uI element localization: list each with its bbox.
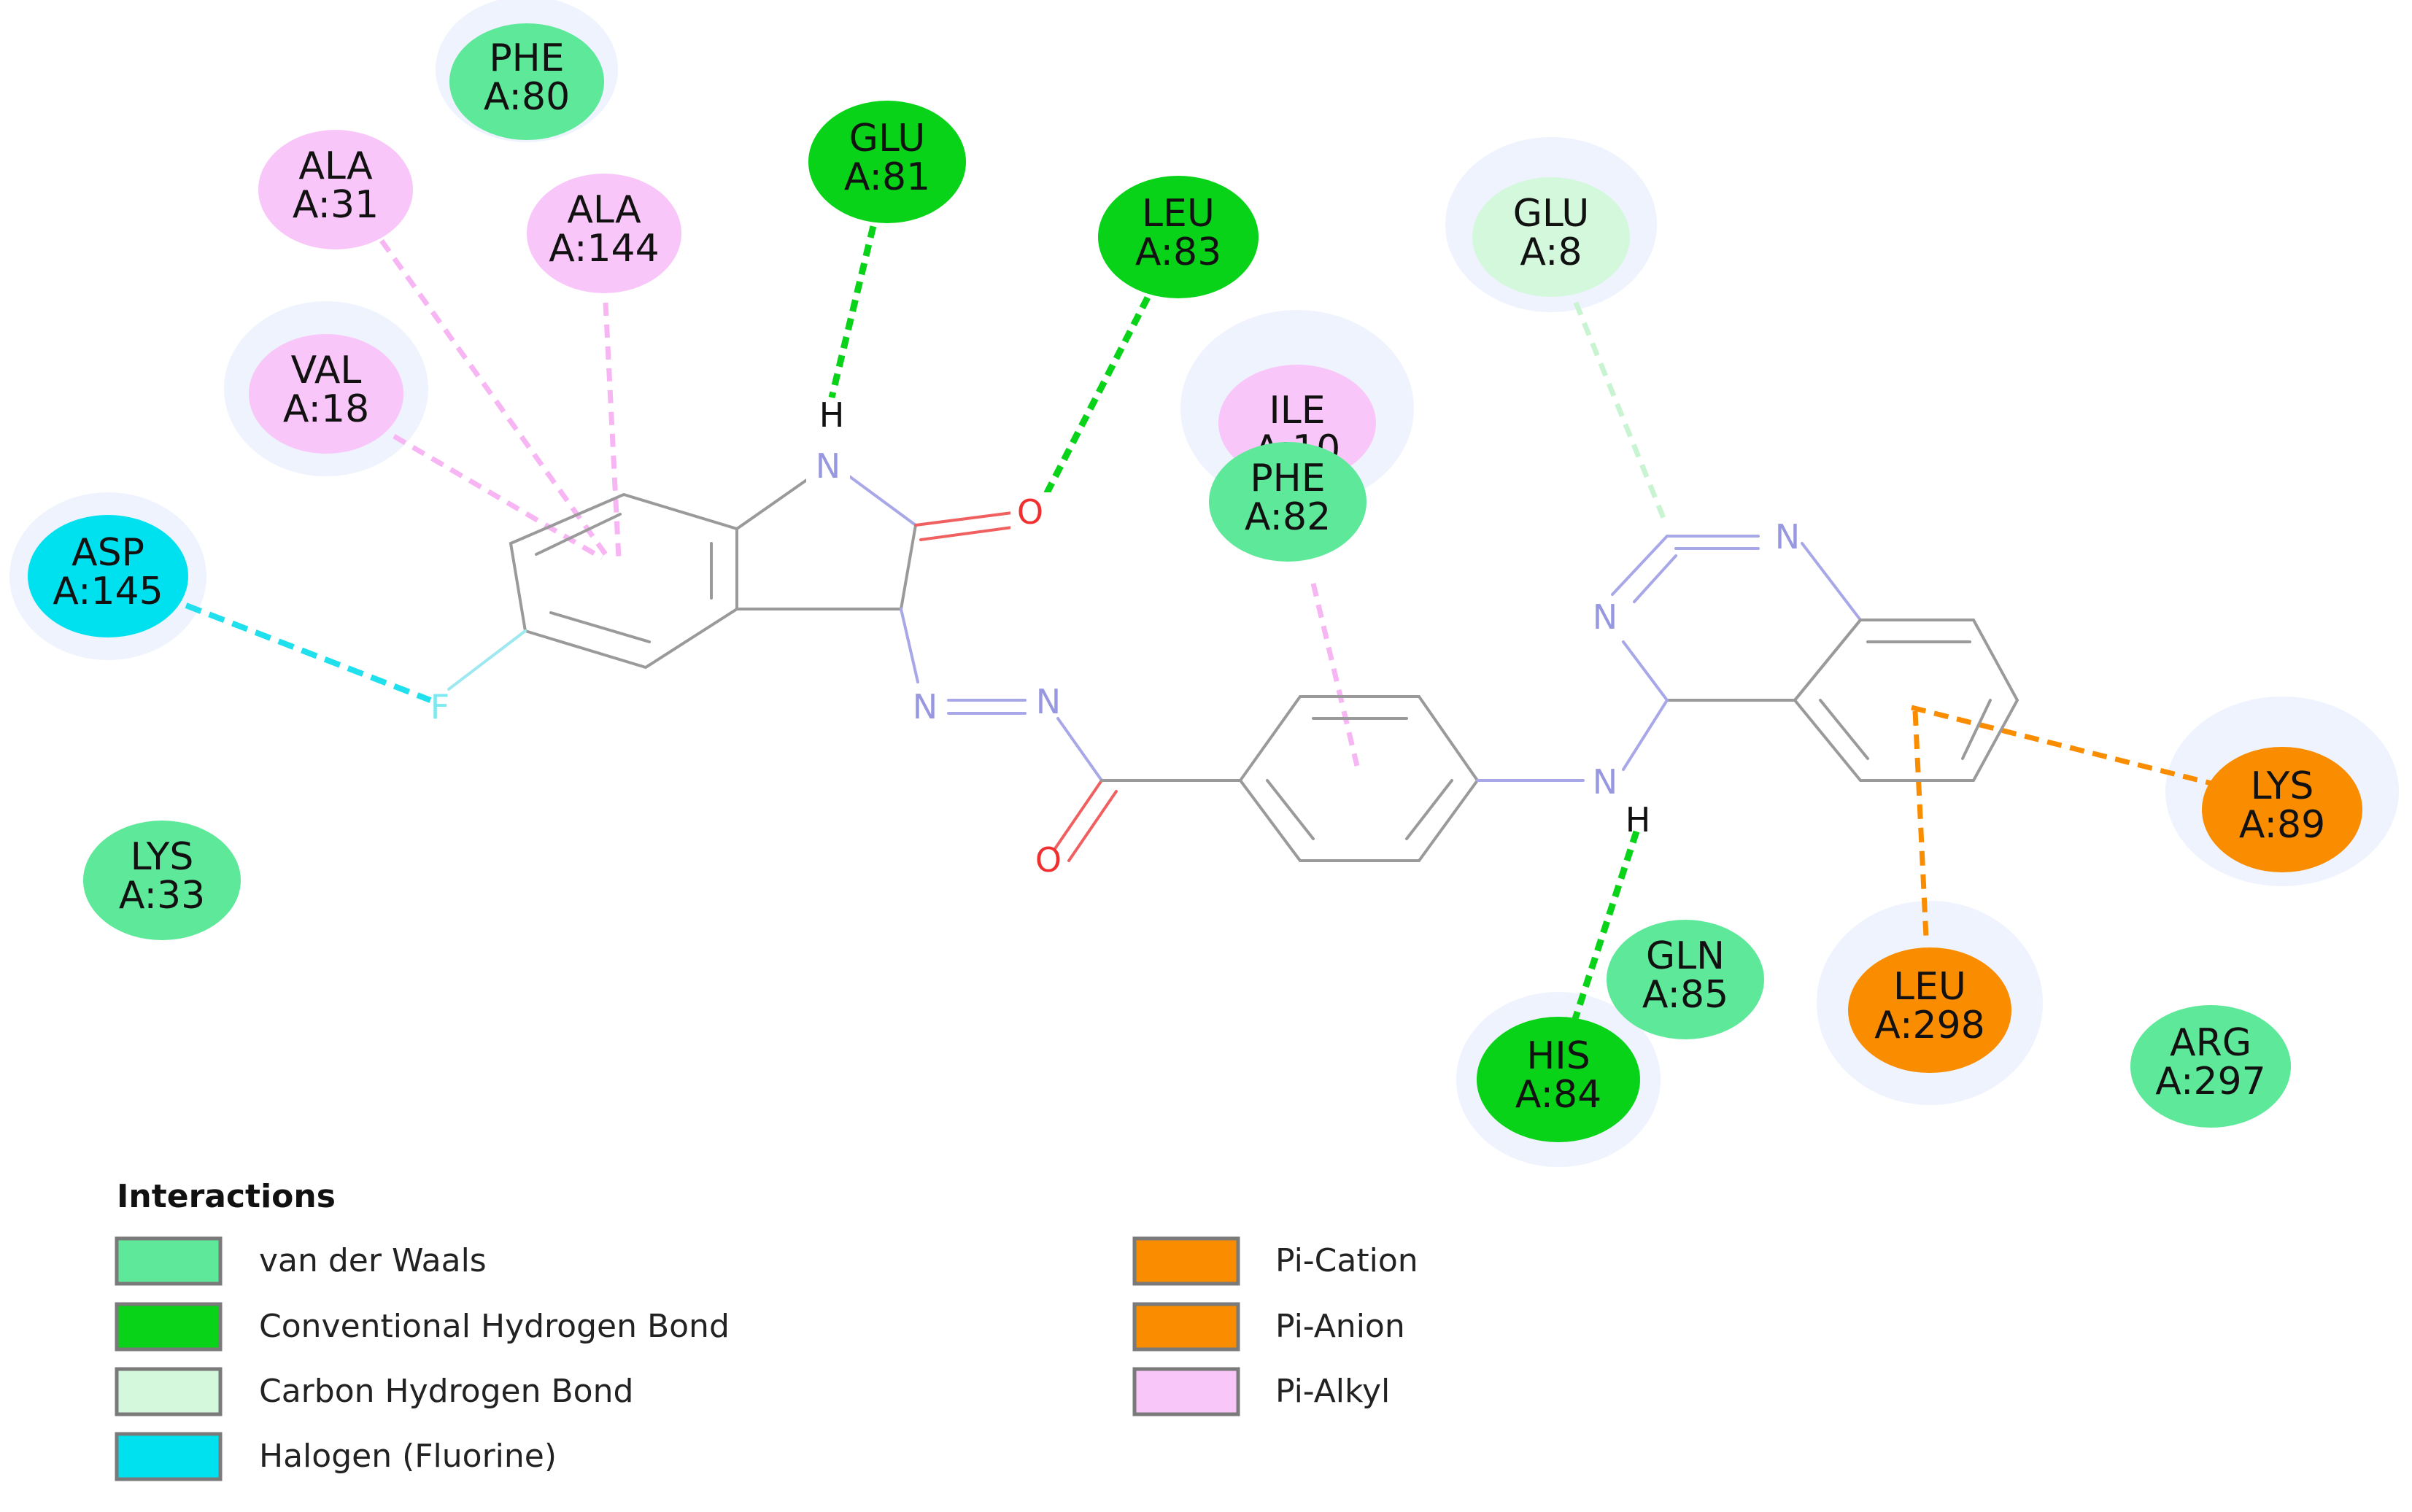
residue-name: ALA <box>567 188 641 232</box>
residue-his84[interactable]: HIS A:84 <box>1477 1017 1640 1142</box>
residue-number: A:31 <box>293 183 379 227</box>
legend-label: Pi-Alkyl <box>1275 1373 1390 1410</box>
residue-number: A:33 <box>119 874 205 918</box>
atom-f: F <box>430 687 449 726</box>
residue-lys89[interactable]: LYS A:89 <box>2202 747 2362 872</box>
residue-number: A:80 <box>484 75 570 119</box>
atom-labels: N H O F N N O N H N N <box>430 395 1800 880</box>
hbond-line-his84 <box>1571 830 1640 1023</box>
residue-name: LEU <box>1893 965 1966 1009</box>
residue-val18[interactable]: VAL A:18 <box>249 334 403 454</box>
legend-swatch <box>115 1367 223 1416</box>
residue-name: GLN <box>1646 934 1725 978</box>
residue-name: HIS <box>1526 1034 1590 1078</box>
atom-o-lactam: O <box>1017 492 1043 532</box>
residue-name: LYS <box>2251 764 2314 808</box>
interaction-lines <box>185 206 2215 1023</box>
legend: Interactions van der Waals Conventional … <box>115 1178 1418 1481</box>
legend-swatch <box>115 1432 223 1481</box>
residue-number: A:145 <box>53 570 163 613</box>
atom-n-indole: N <box>816 446 840 486</box>
legend-item-conventional-hydrogen-bond: Conventional Hydrogen Bond <box>115 1302 730 1352</box>
atom-h-indole: H <box>819 395 845 435</box>
residue-name: PHE <box>489 36 564 80</box>
residue-name: PHE <box>1250 457 1325 500</box>
legend-label: Halogen (Fluorine) <box>259 1438 557 1475</box>
pi-anion-line-leu298 <box>1912 710 1929 938</box>
pi-alkyl-line-ile10 <box>1310 583 1360 767</box>
residue-arg297[interactable]: ARG A:297 <box>2130 1005 2291 1128</box>
residue-name: ILE <box>1269 389 1325 433</box>
residue-name: GLU <box>849 117 926 160</box>
ligand-structure <box>447 473 2019 862</box>
residue-number: A:297 <box>2155 1060 2265 1104</box>
legend-item-van-der-waals: van der Waals <box>115 1236 487 1286</box>
residue-number: A:84 <box>1515 1073 1601 1117</box>
legend-label: Pi-Cation <box>1275 1242 1418 1279</box>
legend-swatch <box>1132 1367 1240 1416</box>
atom-n-quin3: N <box>1593 597 1617 637</box>
residue-discs: PHE A:80 GLU A:81 ALA A:31 ALA A:144 LEU… <box>28 23 2362 1142</box>
legend-swatch <box>115 1236 223 1286</box>
residue-glu81[interactable]: GLU A:81 <box>808 101 966 223</box>
residue-number: A:89 <box>2239 803 2325 847</box>
legend-item-pi-alkyl: Pi-Alkyl <box>1132 1367 1390 1416</box>
residue-number: A:144 <box>549 227 659 271</box>
legend-label: van der Waals <box>259 1242 487 1279</box>
atom-n-quin1: N <box>1775 517 1800 557</box>
legend-swatch <box>1132 1302 1240 1352</box>
legend-label: Pi-Anion <box>1275 1308 1405 1345</box>
residue-ala144[interactable]: ALA A:144 <box>527 174 681 293</box>
residue-name: ASP <box>71 531 144 575</box>
atom-o-amide: O <box>1035 840 1062 880</box>
residue-number: A:81 <box>844 155 930 199</box>
pi-cation-line-lys89 <box>1911 705 2215 787</box>
legend-swatch <box>1132 1236 1240 1286</box>
residue-name: ARG <box>2170 1021 2251 1065</box>
atom-h-amine: H <box>1626 800 1651 840</box>
residue-leu83[interactable]: LEU A:83 <box>1098 176 1259 298</box>
residue-glu8[interactable]: GLU A:8 <box>1472 177 1630 297</box>
residue-number: A:298 <box>1874 1004 1984 1047</box>
residue-number: A:82 <box>1245 495 1331 539</box>
residue-asp145[interactable]: ASP A:145 <box>28 515 188 637</box>
residue-lys33[interactable]: LYS A:33 <box>83 821 241 940</box>
residue-number: A:85 <box>1642 973 1728 1017</box>
legend-title: Interactions <box>117 1178 336 1215</box>
residue-phe82[interactable]: PHE A:82 <box>1209 442 1367 562</box>
residue-gln85[interactable]: GLN A:85 <box>1607 920 1764 1039</box>
residue-leu298[interactable]: LEU A:298 <box>1848 947 2011 1073</box>
legend-item-pi-cation: Pi-Cation <box>1132 1236 1418 1286</box>
residue-name: LYS <box>131 835 194 879</box>
atom-n-azo1: N <box>913 687 938 726</box>
legend-label: Conventional Hydrogen Bond <box>259 1308 730 1345</box>
residue-number: A:8 <box>1520 230 1582 274</box>
residue-number: A:83 <box>1135 230 1221 274</box>
legend-item-halogen-fluorine: Halogen (Fluorine) <box>115 1432 557 1481</box>
residue-name: GLU <box>1513 192 1590 236</box>
halogen-line-asp145 <box>185 602 432 703</box>
legend-swatch <box>115 1302 223 1352</box>
atom-n-azo2: N <box>1036 682 1061 721</box>
residue-name: ALA <box>298 144 373 188</box>
residue-number: A:18 <box>283 387 369 431</box>
residue-ala31[interactable]: ALA A:31 <box>258 130 413 249</box>
legend-label: Carbon Hydrogen Bond <box>259 1373 633 1410</box>
ch-bond-line-glu8 <box>1573 301 1666 519</box>
legend-item-pi-anion: Pi-Anion <box>1132 1302 1405 1352</box>
legend-item-carbon-hydrogen-bond: Carbon Hydrogen Bond <box>115 1367 633 1416</box>
residue-name: LEU <box>1142 192 1215 236</box>
atom-n-amine: N <box>1593 762 1617 802</box>
residue-phe80[interactable]: PHE A:80 <box>449 23 604 140</box>
hbond-line-leu83 <box>1037 295 1151 509</box>
residue-name: VAL <box>291 349 362 392</box>
hbond-line-glu81 <box>828 206 881 399</box>
pi-alkyl-line-val18 <box>393 433 603 561</box>
